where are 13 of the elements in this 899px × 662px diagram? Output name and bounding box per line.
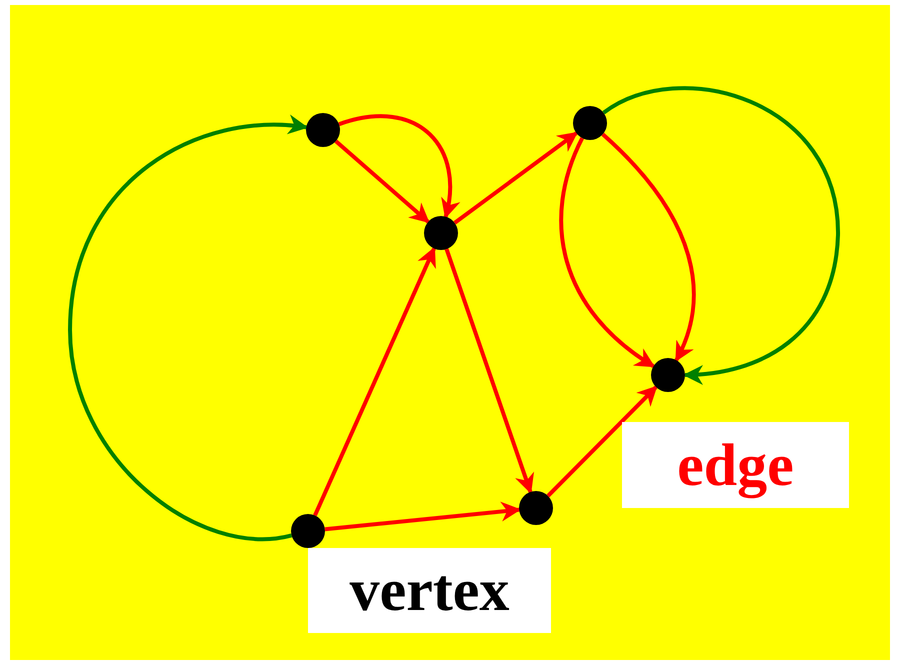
arrow xyxy=(68,116,308,541)
arrow xyxy=(334,140,430,224)
arrow xyxy=(444,248,534,494)
text-label: edge xyxy=(622,422,849,508)
arrow xyxy=(324,502,522,532)
arrow xyxy=(602,86,840,384)
arrow xyxy=(559,137,656,368)
text-label: vertex xyxy=(308,548,551,633)
arrow xyxy=(338,114,460,219)
arrow xyxy=(546,386,658,498)
arrow xyxy=(313,246,436,516)
arrow xyxy=(601,132,696,362)
arrow xyxy=(453,131,578,225)
